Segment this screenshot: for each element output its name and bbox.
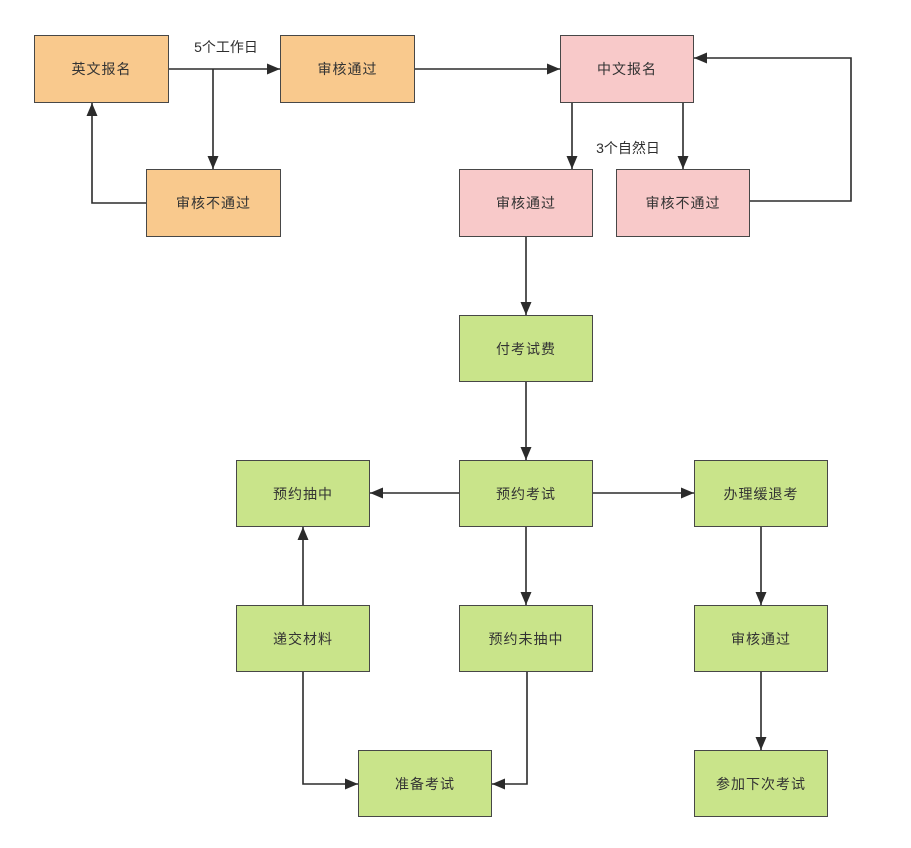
edges-group: [86, 52, 852, 790]
flow-node-label: 审核通过: [731, 630, 791, 647]
flow-node-label: 递交材料: [273, 630, 333, 647]
flow-node-chinese-registration[interactable]: 中文报名: [560, 35, 694, 103]
flow-arrow-not-drawn-to-prepare: [492, 672, 528, 790]
flow-node-label: 参加下次考试: [716, 775, 806, 792]
flow-node-book-exam[interactable]: 预约考试: [459, 460, 593, 527]
flow-arrow-english-failed-back: [86, 103, 146, 204]
flow-node-handle-postpone-withdraw[interactable]: 办理缓退考: [694, 460, 828, 527]
flow-node-label: 预约抽中: [273, 485, 333, 502]
edge-label-three-natural-days: 3个自然日: [594, 138, 662, 158]
flow-node-label: 审核不通过: [645, 195, 721, 211]
flow-node-postpone-review-passed[interactable]: 审核通过: [694, 605, 828, 672]
flow-node-booking-not-drawn[interactable]: 预约未抽中: [459, 605, 593, 672]
flow-node-english-registration[interactable]: 英文报名: [34, 35, 169, 103]
flow-node-booking-drawn[interactable]: 预约抽中: [236, 460, 370, 527]
flow-node-label: 付考试费: [496, 340, 556, 357]
flow-node-submit-materials[interactable]: 递交材料: [236, 605, 370, 672]
edge-label-five-working-days: 5个工作日: [192, 37, 260, 57]
flow-arrow-chinese-failed-back: [694, 52, 852, 202]
flow-node-label: 中文报名: [597, 61, 657, 77]
flow-node-label: 审核不通过: [176, 195, 251, 211]
flow-node-take-next-exam[interactable]: 参加下次考试: [694, 750, 828, 817]
flow-node-label: 英文报名: [71, 61, 132, 77]
flow-node-chinese-review-failed[interactable]: 审核不通过: [616, 169, 750, 237]
flow-node-prepare-exam[interactable]: 准备考试: [358, 750, 492, 817]
flow-node-label: 准备考试: [395, 775, 455, 792]
flow-node-label: 审核通过: [496, 195, 556, 211]
flow-arrow-materials-to-prepare: [302, 672, 358, 790]
flow-node-pay-exam-fee[interactable]: 付考试费: [459, 315, 593, 382]
flow-node-chinese-review-passed[interactable]: 审核通过: [459, 169, 593, 237]
flow-node-english-review-passed[interactable]: 审核通过: [280, 35, 415, 103]
flow-node-label: 审核通过: [317, 61, 378, 77]
flow-node-label: 预约未抽中: [488, 630, 564, 647]
flow-node-label: 办理缓退考: [723, 485, 799, 502]
flow-node-english-review-failed[interactable]: 审核不通过: [146, 169, 281, 237]
flow-node-label: 预约考试: [496, 485, 556, 502]
